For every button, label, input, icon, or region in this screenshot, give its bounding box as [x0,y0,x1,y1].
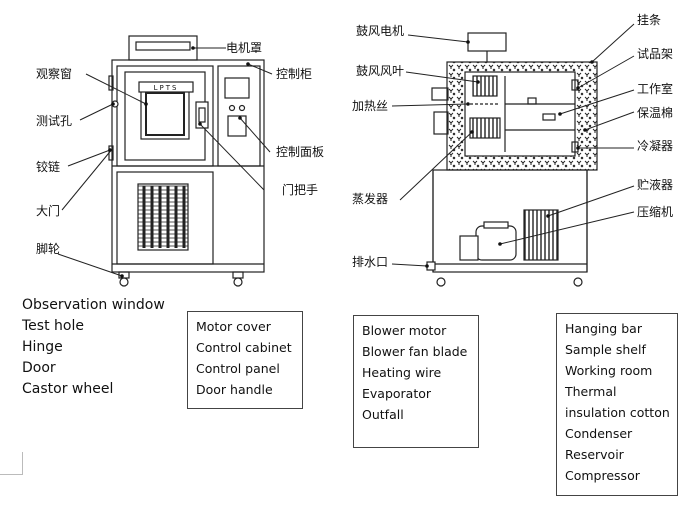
front-view: LPTS [108,35,265,287]
legend-item: Control panel [196,361,280,376]
label-outfall: 排水口 [352,255,388,269]
label-hinge: 铰链 [36,159,60,174]
legend-item: Compressor [565,468,640,483]
evaporator-shape [469,117,501,139]
legend-item: Door [22,360,56,376]
label-blower-fan-blade: 鼓风风叶 [356,64,404,78]
legend-item: Door handle [196,382,273,397]
legend-item: Thermal insulation cotton [565,384,670,420]
legend-item: Evaporator [362,386,432,401]
reservoir-shape [523,209,559,261]
control-panel-shape [224,77,250,99]
legend-item: Hanging bar [565,321,642,336]
label-working-room: 工作室 [637,81,673,96]
corner-mark [0,452,23,475]
label-door: 大门 [36,203,60,218]
section-view [426,32,598,287]
legend-front-parts: Observation window Test hole Hinge Door … [22,295,165,400]
legend-box-control: Motor cover Control cabinet Control pane… [187,311,303,409]
label-door-handle: 门把手 [282,182,318,197]
hanging-bar-shape [571,79,579,91]
label-control-panel: 控制面板 [276,145,324,159]
legend-item: Outfall [362,407,404,422]
legend-item: Control cabinet [196,340,292,355]
legend-item: Sample shelf [565,342,646,357]
label-reservoir: 贮液器 [637,177,673,192]
legend-item: Castor wheel [22,381,114,397]
legend-item: Working room [565,363,653,378]
label-compressor: 压缩机 [637,204,673,219]
legend-box-chamber-system: Hanging bar Sample shelf Working room Th… [556,313,678,496]
label-sample-shelf: 试品架 [637,46,673,61]
label-blower-motor: 鼓风电机 [356,24,404,38]
blower-motor-shape [467,32,507,52]
legend-item: Blower motor [362,323,447,338]
legend-item: Blower fan blade [362,344,468,359]
hinge-shape [108,75,114,91]
legend-item: Heating wire [362,365,442,380]
legend-item: Hinge [22,339,63,355]
label-heating-wire: 加热丝 [352,99,388,113]
label-insulation: 保温棉 [637,106,673,120]
legend-item: Observation window [22,297,165,313]
legend-box-air-system: Blower motor Blower fan blade Heating wi… [353,315,479,448]
legend-item: Motor cover [196,319,271,334]
label-control-cabinet: 控制柜 [276,67,312,81]
legend-item: Condenser [565,426,633,441]
label-test-hole: 测试孔 [36,113,72,128]
compressor-shape [475,225,517,261]
legend-item: Test hole [22,318,84,334]
castor-shape [118,271,244,287]
vent-grille [137,183,189,251]
label-condenser: 冷凝器 [637,138,673,153]
observation-window-shape [145,92,185,136]
fan-blade-shape [472,75,498,97]
label-hanging-bar: 挂条 [637,13,661,27]
legend-item: Reservoir [565,447,624,462]
label-evaporator: 蒸发器 [352,191,388,206]
brand-plate-text: LPTS [154,84,179,92]
label-observation-window: 观察窗 [36,67,72,81]
label-castor: 脚轮 [36,241,60,256]
sample-shelf-shape [505,97,575,131]
label-motor-cover: 电机罩 [226,41,262,55]
door-handle-shape [195,101,209,129]
